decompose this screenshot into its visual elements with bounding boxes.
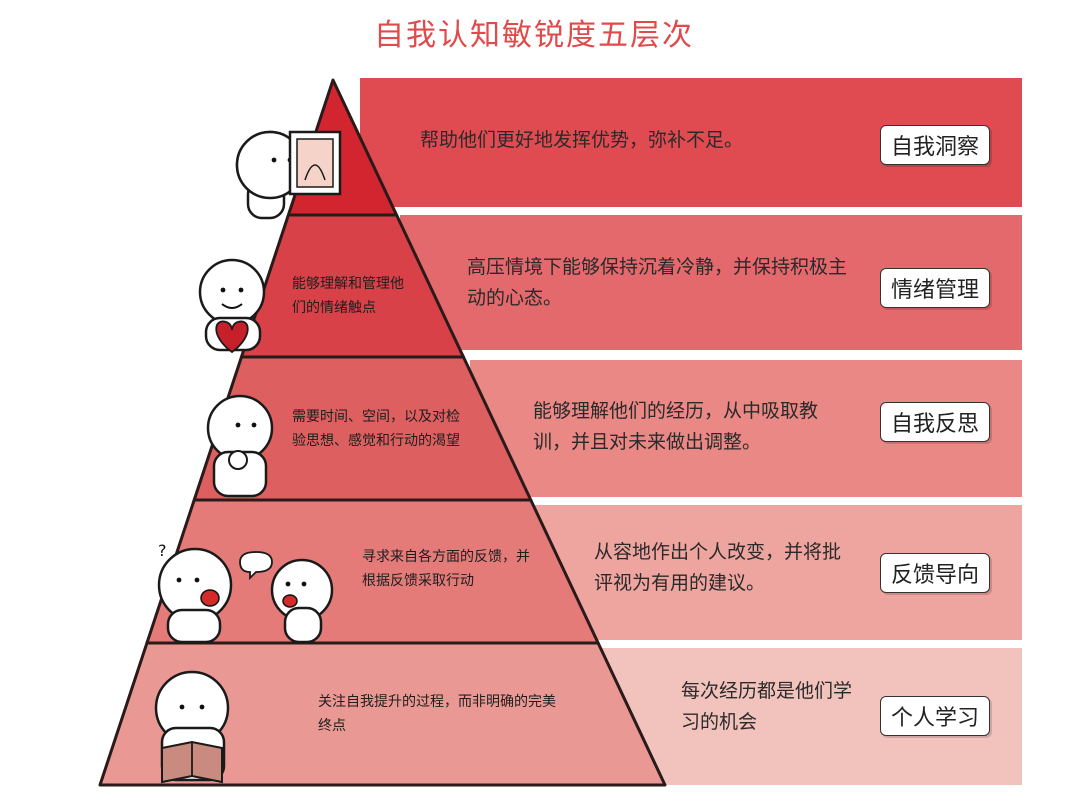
figure-listener-eye-r — [194, 577, 200, 583]
level-label-4: 反馈导向 — [880, 553, 991, 593]
tier-text-5: 关注自我提升的过程，而非明确的完美终点 — [318, 694, 556, 734]
band-text-2: 高压情境下能够保持沉着冷静，并保持积极主动的心态。 — [467, 256, 848, 309]
mirror-glass-icon — [296, 138, 334, 188]
figure-heart-eye-l — [220, 287, 226, 293]
figure-speaker-mouth — [282, 594, 298, 608]
heart-icon — [215, 320, 249, 354]
figure-speaker-eye-l — [285, 581, 291, 587]
figure-mirror — [235, 130, 342, 220]
level-label-1: 自我洞察 — [880, 125, 991, 165]
figure-reading — [154, 670, 230, 784]
page-title: 自我认知敏锐度五层次 — [374, 18, 694, 53]
figure-reading-eye-r — [199, 704, 205, 710]
figure-mirror-eye-l — [271, 157, 277, 163]
figure-heart-eye-r — [238, 287, 244, 293]
figure-thinking-hand — [228, 450, 248, 470]
figure-listener-body — [166, 608, 222, 644]
figure-speaker-eye-r — [301, 581, 307, 587]
figure-speaker — [239, 551, 334, 644]
figure-listener-mouth — [200, 589, 220, 607]
figure-thinking-eye-r — [251, 422, 257, 428]
pyramid-tier-5 — [98, 641, 667, 787]
figure-speaker-body — [283, 606, 323, 644]
level-label-5: 个人学习 — [880, 696, 991, 736]
figure-heart-head — [198, 258, 266, 326]
figure-thinking-eye-l — [235, 422, 241, 428]
band-text-5: 每次经历都是他们学习的机会 — [681, 680, 853, 733]
figure-reading-eye-l — [179, 704, 185, 710]
figure-heart-mouth — [221, 303, 243, 309]
band-text-3: 能够理解他们的经历，从中吸取教训，并且对未来做出调整。 — [533, 400, 819, 453]
tier-text-3: 需要时间、空间，以及对检验思想、感觉和行动的渴望 — [292, 409, 460, 449]
mirror-reflection-icon — [304, 164, 326, 181]
figure-listener-eye-l — [176, 577, 182, 583]
tier-text-4: 寻求来自各方面的反馈，并根据反馈采取行动 — [362, 549, 530, 589]
level-label-3: 自我反思 — [880, 402, 991, 442]
tier-text-2: 能够理解和管理他们的情绪触点 — [292, 276, 404, 316]
figure-thinking — [206, 394, 274, 498]
figure-listener: ? — [157, 541, 233, 644]
band-text-4: 从容地作出个人改变，并将批评视为有用的建议。 — [594, 541, 842, 594]
level-label-2: 情绪管理 — [880, 268, 991, 308]
band-text-1: 帮助他们更好地发挥优势，弥补不足。 — [420, 129, 744, 151]
question-mark-icon: ? — [158, 541, 167, 560]
figure-heart — [198, 258, 266, 354]
speech-bubble-icon — [239, 551, 273, 581]
